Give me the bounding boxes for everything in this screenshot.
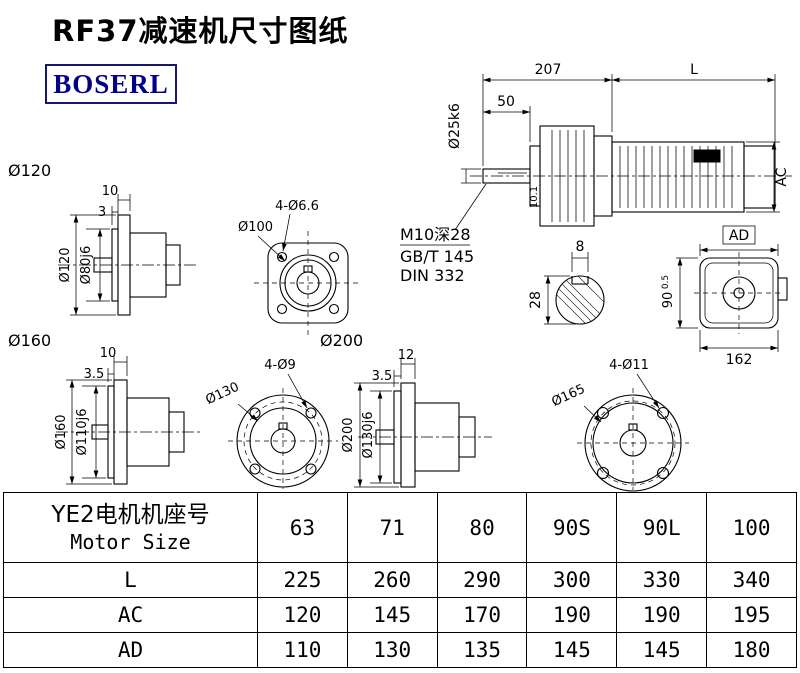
motor-size-cell: 90L (616, 492, 708, 563)
dim-flange160-diameter: Ø160 (54, 414, 69, 449)
dim-key-width: 8 (576, 239, 585, 255)
view-label-flange120: Ø120 (8, 161, 51, 180)
motor-size-header-cell: YE2电机机座号 Motor Size (3, 492, 258, 563)
dim-motor-end-base-width: 162 (726, 352, 753, 368)
flange-200-side-view: 12 3.5 Ø200 Ø130j6 (341, 348, 492, 488)
value-cell: 260 (346, 562, 438, 598)
flange-160-side-view: Ø160 10 3.5 Ø160 Ø110j6 (8, 331, 200, 485)
flange-120-side-view: Ø120 10 3 Ø120 Ø80j6 (8, 161, 196, 316)
motor-size-cell: 100 (706, 492, 797, 563)
flange-130-front-view: Ø130 4-Ø9 Ø200 (203, 331, 363, 489)
dim-flange120-diameter: Ø120 (58, 247, 73, 282)
dim-motor-length: L (690, 62, 698, 78)
value-cell: 300 (526, 562, 618, 598)
header-cn: YE2电机机座号 (51, 501, 210, 528)
dim-shaft-diameter: Ø25k6 (447, 103, 463, 149)
value-cell: 195 (706, 597, 797, 633)
table-row-AD: AD 110 130 135 145 145 180 (3, 632, 797, 668)
motor-end-view: AD 90 0.5 162 (661, 225, 788, 368)
dim-flange200-diameter: Ø200 (341, 417, 356, 452)
dim-flange200-spigot-diameter: Ø130j6 (361, 412, 376, 459)
dim-flange165-bolt-holes: 4-Ø11 (609, 358, 649, 373)
row-label-cell: L (3, 562, 258, 598)
motor-size-cell: 80 (436, 492, 528, 563)
dim-flange200-thickness: 12 (398, 348, 415, 363)
main-assembly-view: 207 L 50 Ø25k6 10.1 AC M10深28 GB (400, 62, 792, 285)
value-cell: 190 (526, 597, 618, 633)
dim-flange130-diameter: Ø130 (203, 380, 241, 408)
motor-size-cell: 63 (257, 492, 348, 563)
motor-nameplate (693, 149, 721, 163)
value-cell: 135 (436, 632, 528, 668)
dim-overall-length: 207 (535, 62, 562, 78)
note-tap-hole: M10深28 (400, 225, 471, 244)
value-cell: 340 (706, 562, 797, 598)
motor-size-cell: 90S (526, 492, 618, 563)
shaft-key-section-view: 8 28 (528, 239, 605, 325)
value-cell: 180 (706, 632, 797, 668)
value-cell: 225 (257, 562, 348, 598)
flange-100-front-view: 4-Ø6.6 Ø100 (238, 199, 362, 335)
dim-flange120-thickness: 10 (102, 184, 119, 199)
dimension-table: YE2电机机座号 Motor Size 63 71 80 90S 90L 100… (3, 492, 797, 668)
dim-motor-end-height-tol: 0.5 (661, 275, 671, 289)
dim-flange160-spigot-depth: 3.5 (84, 367, 105, 382)
row-label-cell: AC (3, 597, 258, 633)
dimension-drawing: 207 L 50 Ø25k6 10.1 AC M10深28 GB (8, 62, 792, 492)
flange-165-front-view: Ø165 4-Ø11 (549, 358, 689, 492)
value-cell: 330 (616, 562, 708, 598)
view-label-flange160: Ø160 (8, 331, 51, 350)
dim-flange120-spigot-depth: 3 (98, 205, 106, 220)
dim-motor-end-height: 90 (661, 292, 676, 309)
row-label-cell: AD (3, 632, 258, 668)
value-cell: 170 (436, 597, 528, 633)
value-cell: 145 (526, 632, 618, 668)
dim-key-height: 28 (528, 291, 544, 309)
dim-motor-height: AC (774, 167, 790, 186)
dim-flange165-diameter: Ø165 (549, 382, 587, 410)
dim-flange130-bolt-holes: 4-Ø9 (264, 358, 295, 373)
value-cell: 120 (257, 597, 348, 633)
logo-text: BOSERL (53, 68, 169, 99)
motor-size-cell: 71 (346, 492, 438, 563)
dim-shaft-length: 50 (497, 94, 515, 110)
note-tap-standard2: DIN 332 (400, 266, 465, 285)
table-row-AC: AC 120 145 170 190 190 195 (3, 597, 797, 633)
boserl-logo: BOSERL (45, 64, 177, 104)
dim-motor-end-width-label: AD (729, 228, 749, 244)
value-cell: 110 (257, 632, 348, 668)
dim-flange160-thickness: 10 (100, 346, 117, 361)
value-cell: 145 (616, 632, 708, 668)
dim-flange120-spigot-diameter: Ø80j6 (79, 246, 94, 285)
view-label-flange200: Ø200 (320, 331, 363, 350)
value-cell: 190 (616, 597, 708, 633)
note-tap-standard: GB/T 145 (400, 247, 474, 266)
dim-flange160-spigot-diameter: Ø110j6 (75, 409, 90, 456)
dim-flange200-spigot-depth: 3.5 (372, 369, 393, 384)
value-cell: 130 (346, 632, 438, 668)
dim-keyway-note: 10.1 (529, 186, 540, 208)
dim-flange100-diameter: Ø100 (238, 220, 273, 235)
value-cell: 145 (346, 597, 438, 633)
table-header-row: YE2电机机座号 Motor Size 63 71 80 90S 90L 100 (3, 492, 797, 563)
header-en: Motor Size (70, 530, 191, 555)
page-title: RF37减速机尺寸图纸 (52, 14, 349, 48)
value-cell: 290 (436, 562, 528, 598)
table-row-L: L 225 260 290 300 330 340 (3, 562, 797, 598)
dim-flange100-bolt-holes: 4-Ø6.6 (275, 199, 319, 214)
